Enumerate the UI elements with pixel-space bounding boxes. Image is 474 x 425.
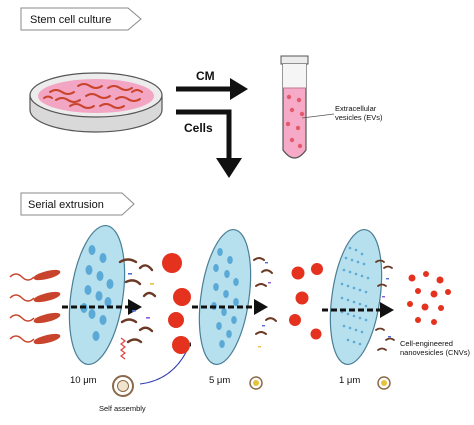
protein-bits-2 xyxy=(258,262,271,348)
extrusion-section-tag: Serial extrusion xyxy=(20,192,135,216)
cells-label: Cells xyxy=(184,121,213,135)
self-assembly-vesicle: Self assembly xyxy=(99,375,146,413)
ev-label-line2: vesicles (EVs) xyxy=(335,113,383,122)
membrane-10um: 10 μm xyxy=(68,224,126,386)
protein-bits-1 xyxy=(128,273,154,319)
membrane-1um-pores xyxy=(340,246,370,346)
culture-tag-label: Stem cell culture xyxy=(30,14,111,26)
cnv-label-line1: Cell-engineered xyxy=(400,339,453,348)
medium-vesicles xyxy=(289,263,323,340)
vesicle-1um-icon xyxy=(377,376,391,390)
membrane-1um-label: 1 μm xyxy=(339,375,360,386)
fragments-2 xyxy=(253,257,277,335)
cells-arrow: Cells xyxy=(176,109,242,178)
input-cells xyxy=(9,269,61,345)
ev-test-tube: Extracellular vesicles (EVs) xyxy=(280,55,383,159)
petri-dish xyxy=(29,72,163,133)
culture-medium xyxy=(38,79,154,113)
fragments-3 xyxy=(375,259,395,351)
large-vesicles xyxy=(162,253,191,354)
membrane-10um-label: 10 μm xyxy=(70,375,97,386)
membrane-5um: 5 μm xyxy=(198,228,252,386)
cm-arrow: CM xyxy=(176,69,248,100)
membrane-5um-label: 5 μm xyxy=(209,375,230,386)
self-assembly-label: Self assembly xyxy=(99,404,146,413)
culture-section-tag: Stem cell culture xyxy=(20,7,142,31)
membrane-1um: 1 μm xyxy=(329,228,383,386)
cm-label: CM xyxy=(196,69,215,83)
protein-bits-3 xyxy=(382,278,391,338)
extrusion-tag-label: Serial extrusion xyxy=(28,199,104,211)
cnv-label-line2: nanovesicles (CNVs) xyxy=(400,348,471,357)
ev-dots xyxy=(285,94,305,149)
vesicle-5um-icon xyxy=(249,376,263,390)
lipid-chain xyxy=(120,337,126,360)
cnv-dots xyxy=(407,271,451,325)
ev-label-line1: Extracellular xyxy=(335,104,377,113)
fragments-1 xyxy=(118,258,157,344)
cultured-cells xyxy=(43,83,143,109)
